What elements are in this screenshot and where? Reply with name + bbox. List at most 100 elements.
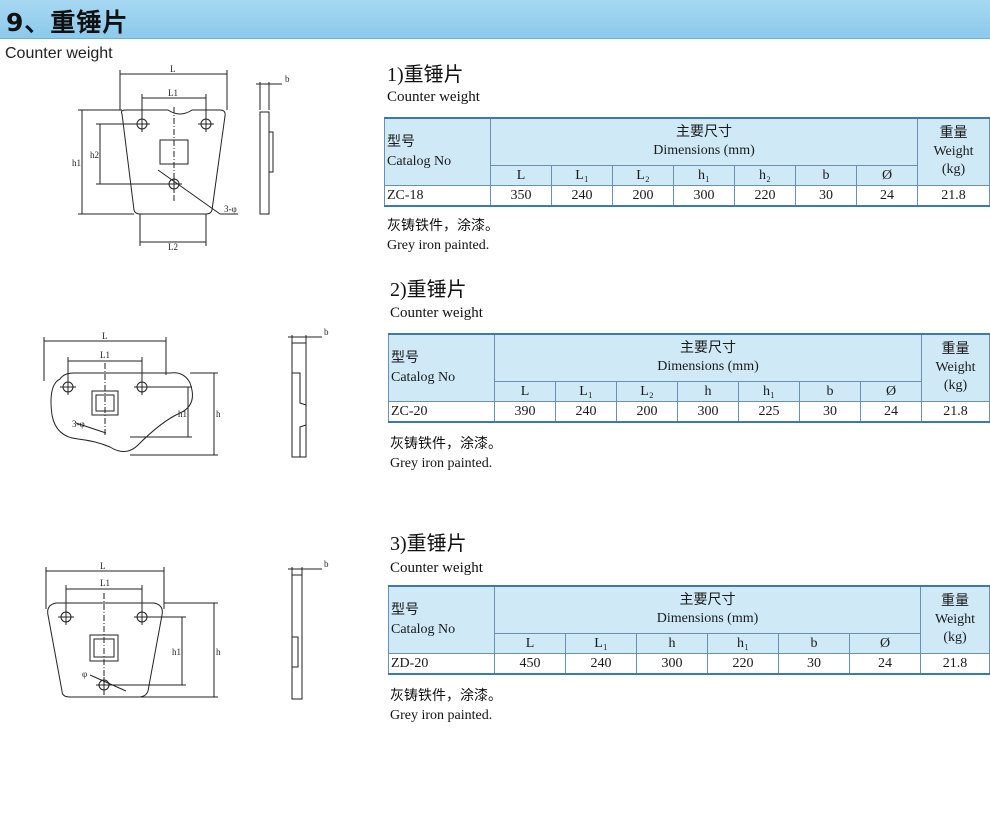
section-2-note-cn: 灰铸铁件，涂漆。 (390, 437, 502, 452)
column-header: L (494, 381, 556, 402)
weight-header: 重量 Weight (kg) (917, 117, 990, 186)
section-3-title: 3)重锤片 (390, 533, 467, 555)
section-2-subtitle: Counter weight (390, 305, 483, 321)
column-header: L₂ (612, 165, 674, 186)
dim-label-holes: 3-φ (72, 419, 85, 429)
value-cell: 450 (494, 653, 566, 675)
value-cell: 240 (565, 653, 637, 675)
dim-label-holes: 3-φ (224, 204, 237, 214)
section-2-title: 2)重锤片 (390, 279, 467, 301)
section-2-note-en: Grey iron painted. (390, 456, 493, 471)
drawing-zc18: L L1 L2 h1 h2 3-φ b (72, 64, 290, 252)
table-row: ZD-20 450 240 300 220 30 24 21.8 (388, 653, 990, 675)
spec-table-1: 型号 Catalog No 主要尺寸 Dimensions (mm) 重量 We… (384, 117, 990, 207)
value-cell: 240 (555, 401, 617, 423)
dim-label-h: h (216, 647, 221, 657)
value-cell: 30 (795, 185, 857, 207)
drawing-zd20: L L1 h1 h φ b (45, 559, 329, 700)
dim-label-l1: L1 (100, 350, 110, 360)
column-header: b (799, 381, 861, 402)
value-cell: 30 (778, 653, 850, 675)
dimensions-cn: 主要尺寸 (676, 125, 732, 140)
value-cell: 200 (612, 185, 674, 207)
column-header: Ø (855, 165, 919, 186)
column-header: b (778, 633, 850, 654)
section-3-subtitle: Counter weight (390, 560, 483, 576)
table-row: ZC-18 350 240 200 300 220 30 24 21.8 (384, 185, 990, 207)
model-cell: ZD-20 (388, 653, 495, 675)
dimensions-cn: 主要尺寸 (679, 593, 736, 608)
section-1-note-cn: 灰铸铁件，涂漆。 (387, 219, 499, 234)
column-header: L₁ (551, 165, 613, 186)
dimensions-en: Dimensions (mm) (653, 143, 755, 158)
weight-en: Weight (935, 360, 976, 375)
value-cell: 24 (848, 653, 922, 675)
value-cell: 240 (551, 185, 613, 207)
value-cell: 300 (636, 653, 708, 675)
dimensions-en: Dimensions (mm) (657, 359, 759, 374)
column-header: Ø (848, 633, 922, 654)
column-header: h₁ (738, 381, 800, 402)
dim-label-h: h (216, 409, 221, 419)
weight-cn: 重量 (939, 126, 968, 141)
dim-label-b: b (324, 559, 329, 569)
section-1-subtitle: Counter weight (387, 89, 480, 105)
dimensions-header: 主要尺寸 Dimensions (mm) (493, 585, 922, 634)
catalog-cn: 型号 (387, 135, 415, 150)
weight-en: Weight (934, 612, 976, 627)
dim-label-l2: L2 (168, 242, 178, 252)
section-header-bar: 9、重锤片 (0, 0, 990, 39)
catalog-header: 型号 Catalog No (388, 333, 495, 402)
dim-label-l: L (170, 64, 176, 74)
value-cell: 300 (677, 401, 739, 423)
catalog-en: Catalog No (387, 154, 452, 169)
column-header: L₁ (555, 381, 617, 402)
section-3-note-en: Grey iron painted. (390, 708, 493, 723)
catalog-en: Catalog No (391, 622, 456, 637)
column-header: L₂ (616, 381, 678, 402)
value-cell: 24 (859, 401, 923, 423)
catalog-cn: 型号 (391, 351, 419, 366)
column-header: h₂ (734, 165, 796, 186)
column-header: L (490, 165, 552, 186)
column-header: h (636, 633, 708, 654)
table-row: ZC-20 390 240 200 300 225 30 24 21.8 (388, 401, 990, 423)
value-cell: 390 (494, 401, 556, 423)
value-cell: 225 (738, 401, 800, 423)
dim-label-h1: h1 (172, 647, 181, 657)
section-1-title: 1)重锤片 (387, 64, 464, 86)
value-cell: 300 (673, 185, 735, 207)
value-cell: 24 (855, 185, 919, 207)
section-title: 9、重锤片 (6, 8, 129, 37)
section-3-note-cn: 灰铸铁件，涂漆。 (390, 689, 502, 704)
weight-cn: 重量 (941, 594, 970, 609)
value-cell: 200 (616, 401, 678, 423)
column-header: L₁ (565, 633, 637, 654)
dim-label-l1: L1 (100, 578, 110, 588)
value-cell: 350 (490, 185, 552, 207)
dim-label-b: b (324, 327, 329, 337)
weight-unit: (kg) (943, 378, 968, 393)
column-header: h₁ (707, 633, 779, 654)
section-1-note-en: Grey iron painted. (387, 238, 490, 253)
model-cell: ZC-18 (384, 185, 491, 207)
dim-label-l: L (102, 331, 108, 341)
column-header: h₁ (673, 165, 735, 186)
model-cell: ZC-20 (388, 401, 495, 423)
dim-label-h1: h1 (178, 409, 187, 419)
catalog-header: 型号 Catalog No (388, 585, 495, 654)
column-header: b (795, 165, 857, 186)
catalog-header: 型号 Catalog No (384, 117, 491, 186)
catalog-cn: 型号 (391, 603, 419, 618)
dimensions-cn: 主要尺寸 (680, 341, 736, 356)
dimensions-en: Dimensions (mm) (656, 611, 759, 626)
dim-label-l: L (100, 561, 106, 571)
weight-en: Weight (933, 144, 974, 159)
column-header: h (677, 381, 739, 402)
weight-cell: 21.8 (917, 185, 990, 207)
column-header: Ø (859, 381, 923, 402)
catalog-en: Catalog No (391, 370, 456, 385)
dim-label-l1: L1 (168, 88, 178, 98)
weight-unit: (kg) (941, 162, 966, 177)
dim-label-h1: h1 (72, 158, 81, 168)
